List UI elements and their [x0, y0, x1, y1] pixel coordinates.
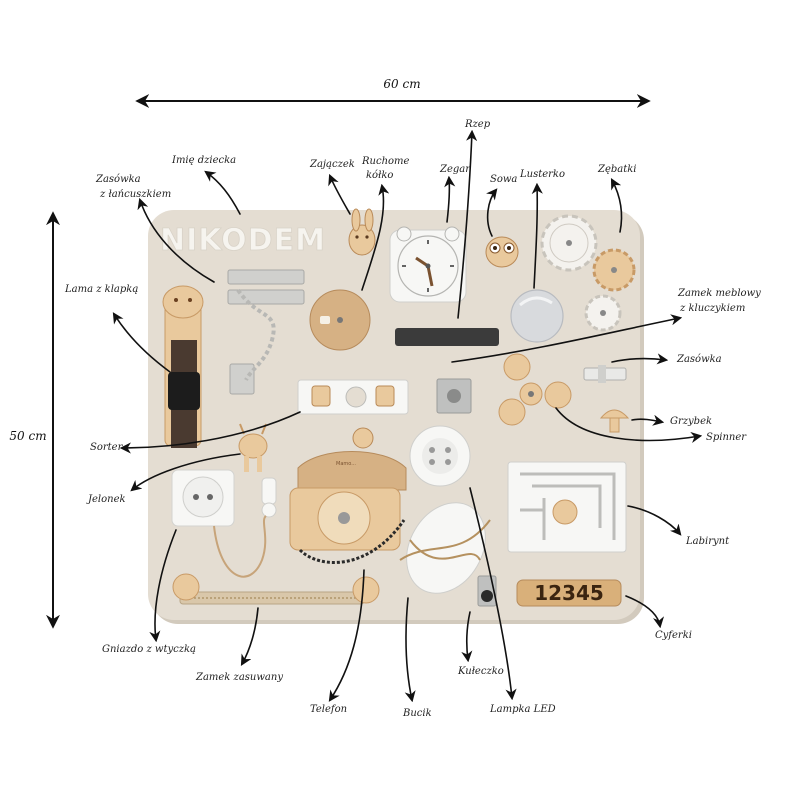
- shoe-lacing[interactable]: [391, 488, 501, 607]
- label-wheel-line1: Ruchome: [361, 156, 410, 167]
- arrow-llama: [112, 312, 171, 373]
- arrow-socket: [149, 529, 177, 643]
- arrow-mirror: [531, 182, 543, 289]
- chain-lock[interactable]: [227, 269, 305, 395]
- zipper[interactable]: [172, 573, 380, 605]
- counter-plate[interactable]: 12345: [516, 579, 622, 607]
- led-lamp[interactable]: [409, 425, 471, 487]
- furniture-lock[interactable]: [436, 378, 472, 414]
- owl-toy[interactable]: [485, 236, 519, 268]
- arrow-digits: [625, 595, 665, 629]
- arrow-led: [469, 487, 517, 701]
- gears[interactable]: [540, 214, 636, 332]
- label-zipper: Zamek zasuwany: [195, 672, 283, 683]
- label-chain-lock-line1: Zasówka: [95, 174, 141, 185]
- arrow-shoe: [404, 597, 416, 703]
- arrow-chain-lock: [137, 197, 215, 283]
- small-wheel[interactable]: [477, 575, 497, 607]
- label-furniture-lock-line2: z kluczykiem: [679, 303, 745, 314]
- pointer-arrows: [112, 129, 703, 703]
- rotating-wheel[interactable]: [309, 289, 371, 351]
- label-spinner: Spinner: [706, 432, 747, 443]
- label-maze: Labirynt: [685, 536, 730, 547]
- phone[interactable]: Mamo...: [289, 451, 407, 564]
- width-dimension-label: 60 cm: [383, 77, 420, 91]
- llama-flap[interactable]: [162, 285, 204, 448]
- arrow-maze: [627, 505, 682, 536]
- height-dimension-label: 50 cm: [9, 429, 46, 443]
- latch[interactable]: [583, 365, 627, 383]
- label-socket: Gniazdo z wtyczką: [102, 644, 196, 655]
- arrow-gears: [610, 178, 623, 233]
- arrow-sorter: [119, 411, 301, 454]
- arrow-clock: [444, 175, 456, 223]
- label-furniture-lock-line1: Zamek meblowy: [677, 288, 761, 299]
- arrow-latch: [611, 353, 669, 365]
- label-bunny: Zajączek: [309, 159, 355, 170]
- spinner[interactable]: [498, 353, 572, 426]
- label-digits: Cyferki: [655, 630, 692, 641]
- label-latch: Zasówka: [676, 354, 722, 365]
- bunny-toy[interactable]: [348, 208, 376, 256]
- label-mushroom: Grzybek: [670, 416, 712, 427]
- arrow-zipper: [240, 607, 259, 666]
- mirror-shine: [519, 296, 553, 307]
- arrow-mushroom: [631, 414, 665, 426]
- arrow-wheel: [361, 183, 390, 291]
- label-small-wheel: Kułeczko: [457, 666, 504, 677]
- phone-label: Mamo...: [336, 461, 356, 467]
- label-chain-lock-line2: z łańcuszkiem: [99, 189, 171, 200]
- label-shoe: Bucik: [402, 708, 432, 719]
- arrow-spinner: [555, 407, 703, 443]
- arrow-furniture-lock: [451, 314, 683, 363]
- arrow-phone: [328, 569, 365, 702]
- counter-digits: 12345: [534, 581, 604, 605]
- label-clock: Zegar: [439, 164, 471, 175]
- arrow-bunny: [328, 173, 351, 215]
- child-name-letters: NIKODEM: [160, 223, 326, 258]
- velcro-strip[interactable]: [395, 328, 499, 346]
- label-gears: Zębatki: [597, 164, 637, 175]
- mushroom-toy[interactable]: [599, 409, 630, 433]
- label-deer: Jelonek: [86, 494, 126, 505]
- arrow-child-name: [204, 170, 241, 215]
- label-led: Lampka LED: [489, 704, 556, 715]
- label-phone: Telefon: [310, 704, 347, 715]
- socket-with-plug[interactable]: [171, 469, 277, 578]
- arrow-zip: [457, 129, 478, 319]
- clock[interactable]: [389, 226, 467, 303]
- label-mirror: Lusterko: [519, 169, 565, 180]
- arrow-small-wheel: [461, 611, 473, 663]
- arrow-owl: [486, 188, 498, 237]
- label-sorter: Sorter: [90, 442, 124, 453]
- label-wheel-line2: kółko: [366, 170, 393, 181]
- label-llama: Lama z klapką: [64, 284, 138, 295]
- sorter[interactable]: [297, 379, 409, 449]
- label-child-name: Imię dziecka: [171, 155, 236, 166]
- arrow-deer: [130, 453, 241, 492]
- maze[interactable]: [507, 461, 627, 553]
- label-zip: Rzep: [464, 119, 491, 130]
- label-owl: Sowa: [490, 174, 517, 185]
